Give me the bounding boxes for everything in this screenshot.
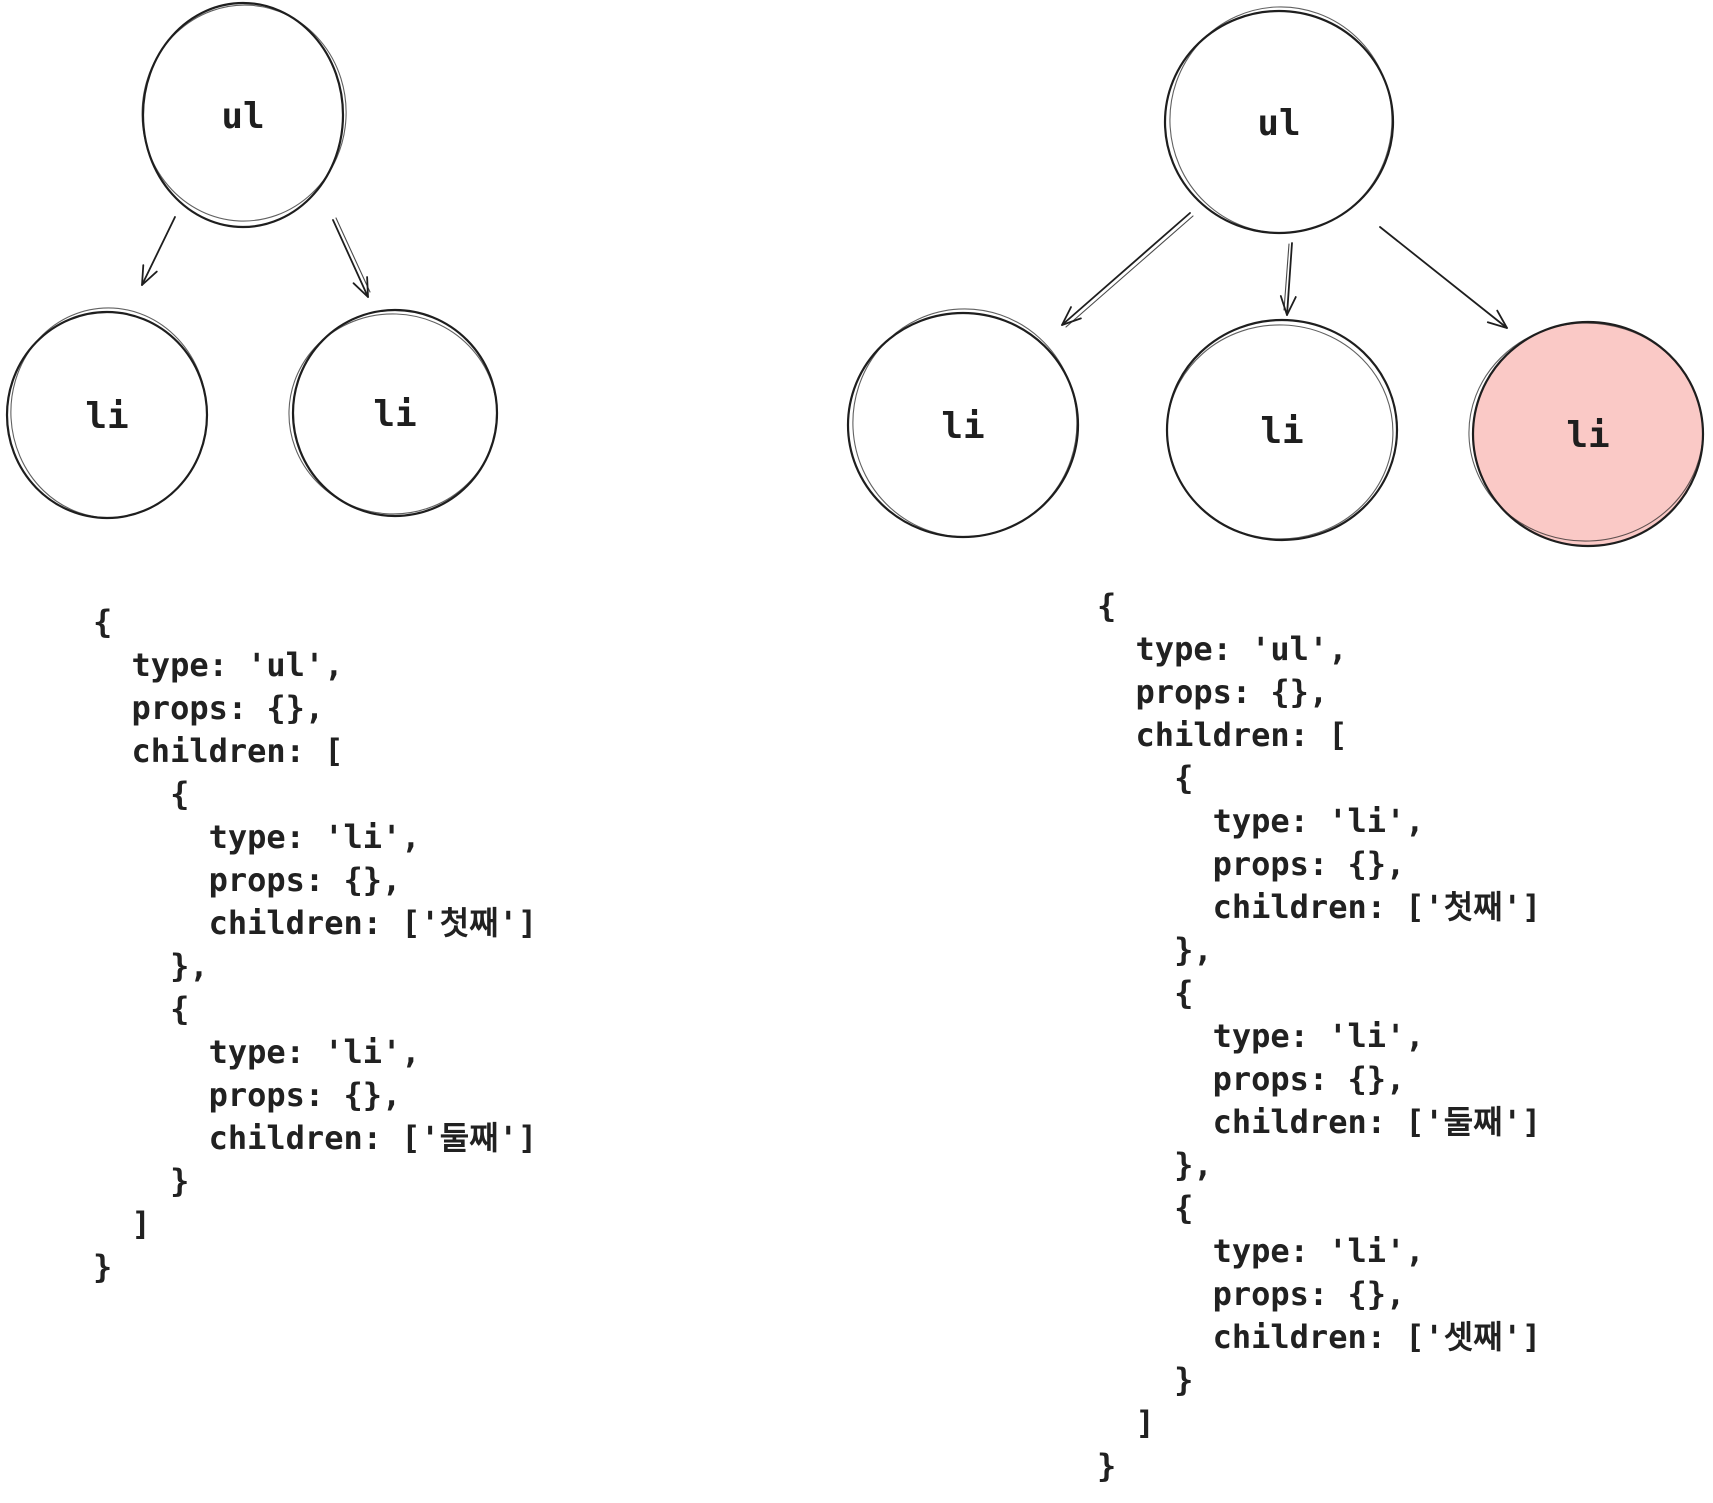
ul-node-label: ul	[221, 96, 264, 137]
ul-node-label: ul	[1257, 103, 1300, 144]
left-vdom-code: { type: 'ul', props: {}, children: [ { t…	[93, 603, 538, 1286]
ul-circle-sketch-line	[1169, 6, 1393, 234]
li-circle-sketch-line	[1468, 322, 1704, 542]
edge-line	[1286, 242, 1293, 316]
edge-line	[332, 219, 369, 298]
left-tree: ul li li	[5, 1, 499, 520]
right-tree-li-node-2: li	[1165, 318, 1399, 542]
li-node-label: li	[941, 406, 984, 447]
edge-line	[1379, 226, 1508, 329]
edge-line-sketch	[1065, 215, 1194, 328]
li-circle-sketch-line	[10, 307, 208, 519]
li-node-label: li	[1260, 411, 1303, 452]
li-circle-sketch-line	[852, 308, 1078, 538]
right-vdom-code: { type: 'ul', props: {}, children: [ { t…	[1097, 587, 1542, 1485]
ul-circle	[141, 1, 345, 229]
edge-line	[141, 216, 176, 286]
arrowhead-icon	[1061, 306, 1082, 326]
li-circle-sketch-line	[288, 313, 498, 515]
left-tree-li-node-2: li	[288, 308, 499, 518]
right-tree-li-node-1: li	[846, 308, 1080, 539]
right-tree: ul li	[846, 6, 1705, 548]
li-node-label: li	[1566, 415, 1609, 456]
right-tree-ul-node: ul	[1163, 6, 1395, 235]
right-tree-li-node-3-highlighted: li	[1468, 320, 1705, 548]
right-tree-edge-3	[1379, 226, 1508, 329]
arrowhead-icon	[1279, 295, 1297, 316]
edge-line	[1061, 212, 1191, 326]
left-tree-li-node-1: li	[5, 307, 209, 520]
left-tree-edge-1	[141, 216, 176, 286]
arrowhead-icon	[1486, 309, 1508, 329]
li-node-label: li	[373, 394, 416, 435]
ul-circle-sketch-line	[141, 4, 347, 222]
right-tree-edge-1	[1061, 212, 1194, 328]
left-tree-ul-node: ul	[141, 1, 347, 229]
edge-line-sketch	[1283, 243, 1290, 311]
arrowhead-icon	[141, 264, 158, 286]
edge-line-sketch	[335, 217, 371, 293]
li-node-label: li	[85, 396, 128, 437]
tree-diagrams: ul li li	[5, 1, 1705, 548]
li-circle-sketch-line	[1166, 324, 1394, 540]
arrowhead-icon	[352, 276, 369, 298]
right-tree-edge-2	[1279, 242, 1297, 316]
left-tree-edge-2	[332, 217, 371, 298]
